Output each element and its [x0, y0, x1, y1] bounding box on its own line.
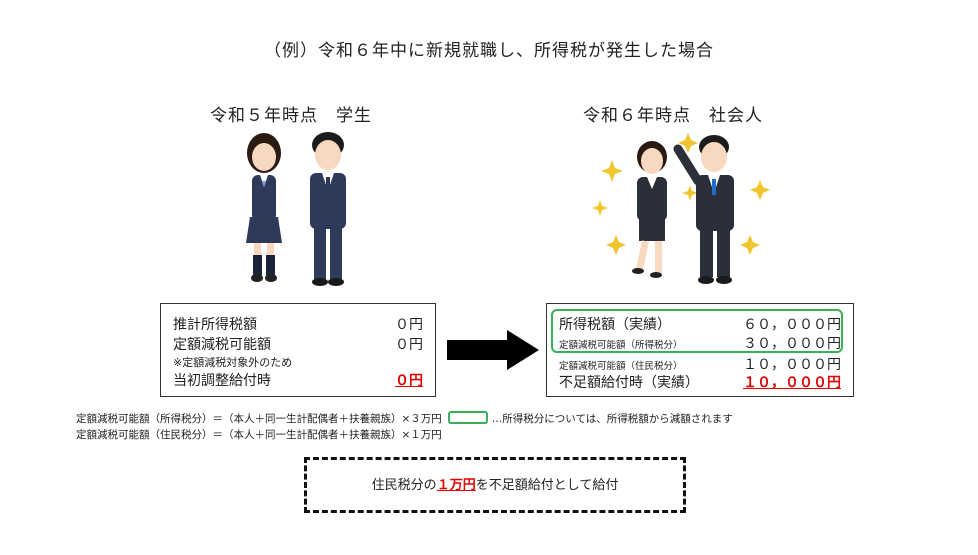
woman-worker-figure	[632, 141, 667, 278]
resident-tax-formula: 定額減税可能額（住民税分）＝（本人＋同一生計配偶者＋扶養親族）×１万円	[76, 429, 442, 441]
income-tax-reduction-label: 定額減税可能額（所得税分）	[559, 340, 683, 351]
initial-adjustment-value: ０円	[395, 373, 423, 389]
fixed-reduction-row: 定額減税可能額 ０円	[173, 334, 423, 354]
income-tax-reduction-value: ３０，０００円	[743, 336, 841, 352]
initial-adjustment-row: 当初調整給付時 ０円	[173, 370, 423, 390]
actual-income-tax-row: 所得税額（実績） ６０，０００円	[559, 314, 841, 334]
right-arrow-icon	[447, 330, 539, 370]
page-title: （例）令和６年中に新規就職し、所得税が発生した場合	[264, 41, 714, 61]
callout-highlight: １万円	[436, 478, 476, 493]
callout-before: 住民税分の	[371, 478, 437, 493]
student-tax-box: 推計所得税額 ０円 定額減税可能額 ０円 ※定額減税対象外のため 当初調整給付時…	[160, 303, 436, 397]
shortfall-payment-label: 不足額給付時（実績）	[559, 375, 699, 391]
exclusion-note-row: ※定額減税対象外のため	[173, 354, 423, 370]
estimated-tax-row: 推計所得税額 ０円	[173, 314, 423, 334]
actual-income-tax-value: ６０，０００円	[743, 317, 841, 333]
actual-income-tax-label: 所得税額（実績）	[559, 317, 671, 333]
worker-heading: 令和６年時点 社会人	[583, 106, 763, 126]
income-tax-formula: 定額減税可能額（所得税分）＝（本人＋同一生計配偶者＋扶養親族）×３万円	[76, 413, 442, 425]
estimated-tax-label: 推計所得税額	[173, 317, 257, 333]
fixed-reduction-value: ０円	[395, 337, 423, 353]
man-worker-figure	[673, 135, 734, 284]
income-tax-reduction-row: 定額減税可能額（所得税分） ３０，０００円	[559, 333, 841, 353]
students-illustration	[246, 132, 346, 286]
worker-tax-box: 所得税額（実績） ６０，０００円 定額減税可能額（所得税分） ３０，０００円 定…	[546, 303, 854, 397]
exclusion-note: ※定額減税対象外のため	[173, 356, 293, 369]
income-tax-highlight-box	[551, 309, 843, 353]
fixed-reduction-label: 定額減税可能額	[173, 337, 271, 353]
girl-student-figure	[246, 133, 282, 282]
income-tax-formula-note: 定額減税可能額（所得税分）＝（本人＋同一生計配偶者＋扶養親族）×３万円 …所得税分…	[76, 411, 733, 426]
callout-after: を不足額給付として給付	[475, 478, 619, 493]
estimated-tax-value: ０円	[395, 317, 423, 333]
boy-student-figure	[310, 132, 346, 286]
initial-adjustment-label: 当初調整給付時	[173, 373, 271, 389]
callout-text: 住民税分の１万円を不足額給付として給付	[307, 474, 683, 493]
sparkles-decoration	[592, 133, 770, 255]
workers-illustration	[592, 133, 770, 284]
resident-tax-reduction-label: 定額減税可能額（住民税分）	[559, 361, 683, 372]
student-heading: 令和５年時点 学生	[210, 106, 372, 126]
resident-tax-reduction-row: 定額減税可能額（住民税分） １０，０００円	[559, 354, 841, 374]
shortfall-payment-value: １０，０００円	[743, 375, 841, 391]
callout-box: 住民税分の１万円を不足額給付として給付	[304, 457, 686, 513]
green-legend-swatch	[447, 411, 488, 424]
shortfall-payment-row: 不足額給付時（実績） １０，０００円	[559, 372, 841, 392]
resident-tax-reduction-value: １０，０００円	[743, 357, 841, 373]
legend-description: …所得税分については、所得税額から減額されます	[491, 413, 733, 425]
